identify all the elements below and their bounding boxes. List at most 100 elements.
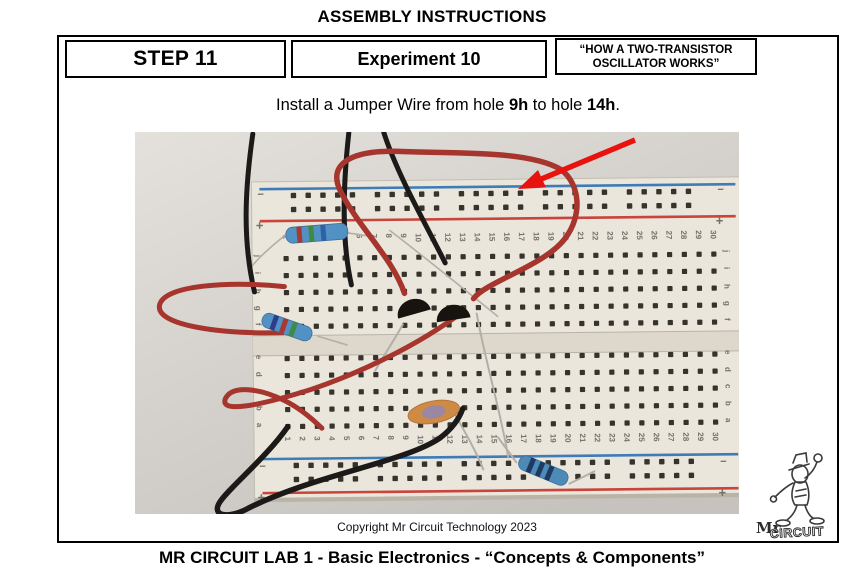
svg-text:14: 14 (473, 233, 482, 243)
transistor-lead (374, 323, 404, 372)
instruction-sheet-frame: STEP 11 Experiment 10 “HOW A TWO-TRANSIS… (57, 35, 839, 543)
svg-text:1: 1 (281, 235, 290, 240)
svg-text:b: b (255, 406, 264, 411)
svg-text:e: e (723, 350, 732, 355)
page-title: ASSEMBLY INSTRUCTIONS (317, 7, 547, 26)
svg-text:26: 26 (650, 231, 659, 241)
svg-text:2: 2 (298, 436, 307, 441)
svg-text:a: a (255, 423, 264, 428)
svg-text:19: 19 (546, 232, 555, 242)
resistor (518, 455, 569, 486)
svg-text:12: 12 (445, 435, 454, 445)
svg-text:c: c (723, 384, 732, 389)
instruction-part2: to hole (528, 96, 587, 114)
experiment-label: Experiment 10 (357, 48, 481, 69)
component-lead (317, 335, 348, 346)
black-jumper-wire-loop (214, 405, 466, 514)
logo-text-circuit: CIRCUIT (769, 524, 824, 541)
svg-text:e: e (254, 355, 263, 360)
breadboard-photo: 1122334455667788991010111112121313141415… (135, 132, 739, 514)
svg-text:6: 6 (355, 234, 364, 239)
svg-text:a: a (724, 418, 733, 423)
svg-text:24: 24 (622, 433, 631, 443)
svg-text:6: 6 (357, 436, 366, 441)
svg-text:29: 29 (694, 230, 703, 240)
svg-text:27: 27 (666, 433, 675, 443)
svg-text:17: 17 (517, 232, 526, 242)
red-jumper-wire-loop (157, 281, 287, 336)
svg-text:27: 27 (664, 231, 673, 241)
instruction-text: Install a Jumper Wire from hole 9h to ho… (59, 96, 837, 115)
top-rail-blue-line (259, 182, 736, 191)
svg-text:19: 19 (548, 434, 557, 444)
svg-text:i: i (253, 272, 262, 274)
experiment-box: Experiment 10 (291, 40, 547, 78)
svg-text:15: 15 (487, 232, 496, 242)
bottom-rail-blue-line (262, 452, 739, 461)
svg-text:+: + (256, 218, 264, 233)
svg-text:10: 10 (414, 233, 423, 243)
svg-text:h: h (253, 289, 262, 294)
instruction-part1: Install a Jumper Wire from hole (276, 96, 509, 114)
logo-text-mr: Mr (756, 519, 782, 537)
svg-text:4: 4 (327, 436, 336, 441)
svg-text:+: + (258, 490, 266, 505)
mr-circuit-mascot: Mr CIRCUIT (756, 452, 825, 541)
breadboard-illustration: 1122334455667788991010111112121313141415… (135, 132, 739, 514)
svg-text:16: 16 (502, 232, 511, 242)
component-lead (347, 232, 368, 237)
svg-text:i: i (722, 267, 731, 269)
red-jumper-wire (222, 309, 466, 431)
black-jumper-wire (243, 132, 257, 295)
svg-text:j: j (253, 254, 262, 257)
resistor-lead (497, 436, 518, 464)
svg-text:28: 28 (679, 230, 688, 240)
breadboard-labels: 1122334455667788991010111112121313141415… (253, 184, 733, 505)
svg-text:8: 8 (384, 233, 393, 238)
black-jumper-wire (341, 132, 354, 288)
svg-text:18: 18 (532, 232, 541, 242)
breadboard-body: 1122334455667788991010111112121313141415… (157, 132, 739, 514)
svg-text:21: 21 (576, 231, 585, 241)
resistor-lead (568, 470, 596, 485)
svg-text:b: b (724, 401, 733, 406)
transistor-lead (475, 312, 510, 459)
transistor (397, 298, 431, 319)
svg-text:−: − (720, 456, 727, 468)
svg-text:18: 18 (534, 434, 543, 444)
svg-text:14: 14 (475, 435, 484, 445)
svg-text:d: d (254, 372, 263, 377)
svg-text:15: 15 (489, 434, 498, 444)
topic-line2: OSCILLATOR WORKS” (592, 57, 720, 70)
svg-text:13: 13 (460, 435, 469, 445)
svg-text:24: 24 (620, 231, 629, 241)
svg-text:13: 13 (458, 233, 467, 243)
svg-text:1: 1 (283, 437, 292, 442)
resistor (261, 312, 313, 342)
black-jumper-wire (381, 132, 448, 266)
svg-text:+: + (719, 485, 727, 500)
svg-text:25: 25 (637, 433, 646, 443)
instruction-hole-from: 9h (508, 96, 529, 114)
svg-text:20: 20 (563, 434, 572, 444)
svg-text:9: 9 (401, 435, 410, 440)
svg-text:j: j (722, 249, 731, 252)
step-number-box: STEP 11 (65, 40, 286, 78)
svg-text:7: 7 (369, 234, 378, 239)
svg-text:23: 23 (605, 231, 614, 241)
svg-text:22: 22 (591, 231, 600, 241)
svg-text:−: − (257, 189, 264, 201)
svg-text:26: 26 (652, 433, 661, 443)
svg-text:29: 29 (696, 432, 705, 442)
svg-text:10: 10 (416, 435, 425, 445)
svg-text:f: f (254, 323, 263, 326)
topic-box: “HOW A TWO-TRANSISTOR OSCILLATOR WORKS” (555, 38, 757, 75)
svg-text:9: 9 (399, 233, 408, 238)
top-rail-red-line (259, 214, 736, 223)
capacitor (407, 399, 460, 425)
component-lead (389, 229, 499, 318)
svg-text:7: 7 (371, 436, 380, 441)
svg-text:f: f (723, 318, 732, 321)
center-groove (252, 330, 739, 356)
bottom-rail-red-line (262, 486, 739, 495)
